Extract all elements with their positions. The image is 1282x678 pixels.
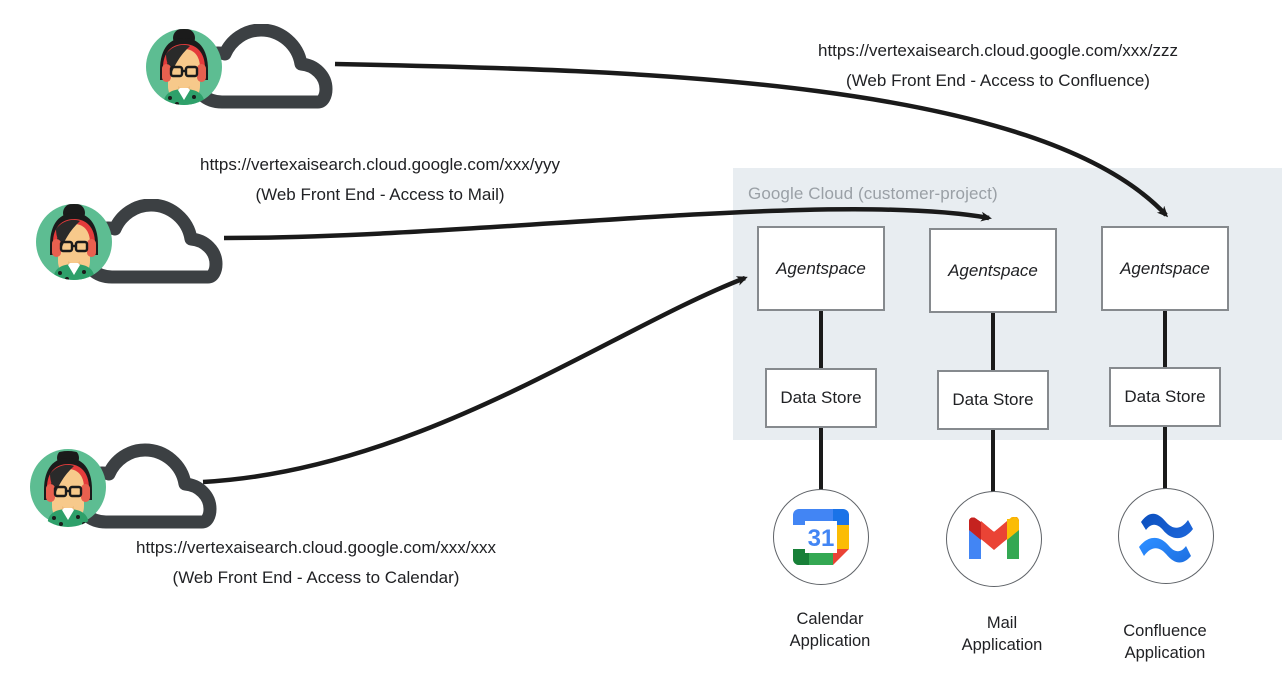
calendar-day-number: 31 xyxy=(808,525,835,552)
agentspace-label: Agentspace xyxy=(948,260,1038,280)
caption-confluence: https://vertexaisearch.cloud.google.com/… xyxy=(806,36,1190,96)
user-cloud-group-confluence xyxy=(144,24,344,110)
caption-calendar: https://vertexaisearch.cloud.google.com/… xyxy=(124,533,508,593)
agentspace-box-calendar[interactable]: Agentspace xyxy=(757,226,885,311)
agentspace-box-confluence[interactable]: Agentspace xyxy=(1101,226,1229,311)
connector-agentspace-datastore-mail xyxy=(991,313,995,370)
app-circle-confluence[interactable] xyxy=(1118,488,1214,584)
app-circle-calendar[interactable]: 31 xyxy=(773,489,869,585)
app-circle-mail[interactable] xyxy=(946,491,1042,587)
datastore-label: Data Store xyxy=(952,390,1034,409)
caption-mail-url: https://vertexaisearch.cloud.google.com/… xyxy=(200,155,560,174)
agentspace-label: Agentspace xyxy=(1120,258,1210,278)
google-calendar-icon: 31 xyxy=(793,509,849,565)
datastore-label: Data Store xyxy=(1124,387,1206,406)
user-avatar-icon xyxy=(30,449,106,527)
connector-agentspace-datastore-confluence xyxy=(1163,311,1167,367)
datastore-label: Data Store xyxy=(780,388,862,407)
app-label-confluence: Confluence Application xyxy=(1123,622,1207,662)
connector-agentspace-datastore-calendar xyxy=(819,311,823,368)
app-label-calendar: Calendar Application xyxy=(789,610,871,650)
connector-datastore-app-mail xyxy=(991,430,995,492)
google-cloud-region-label: Google Cloud (customer-project) xyxy=(748,184,998,203)
user-avatar-icon xyxy=(36,204,112,280)
caption-calendar-subtitle: (Web Front End - Access to Calendar) xyxy=(172,568,460,587)
gmail-icon xyxy=(969,517,1019,559)
caption-calendar-url: https://vertexaisearch.cloud.google.com/… xyxy=(136,538,496,557)
arrow-user-calendar-to-agentspace1 xyxy=(202,275,748,485)
datastore-box-mail[interactable]: Data Store xyxy=(937,370,1049,430)
user-cloud-group-calendar xyxy=(28,442,228,532)
confluence-icon xyxy=(1139,513,1193,563)
agentspace-box-mail[interactable]: Agentspace xyxy=(929,228,1057,313)
datastore-box-confluence[interactable]: Data Store xyxy=(1109,367,1221,427)
caption-confluence-url: https://vertexaisearch.cloud.google.com/… xyxy=(818,41,1178,60)
caption-mail-subtitle: (Web Front End - Access to Mail) xyxy=(255,185,505,204)
user-avatar-icon xyxy=(146,29,222,105)
caption-confluence-subtitle: (Web Front End - Access to Confluence) xyxy=(846,71,1150,90)
datastore-box-calendar[interactable]: Data Store xyxy=(765,368,877,428)
agentspace-label: Agentspace xyxy=(776,258,866,278)
user-cloud-group-mail xyxy=(34,199,234,285)
app-label-mail: Mail Application xyxy=(961,614,1043,654)
connector-datastore-app-calendar xyxy=(819,428,823,490)
connector-datastore-app-confluence xyxy=(1163,427,1167,489)
caption-mail: https://vertexaisearch.cloud.google.com/… xyxy=(188,150,572,210)
